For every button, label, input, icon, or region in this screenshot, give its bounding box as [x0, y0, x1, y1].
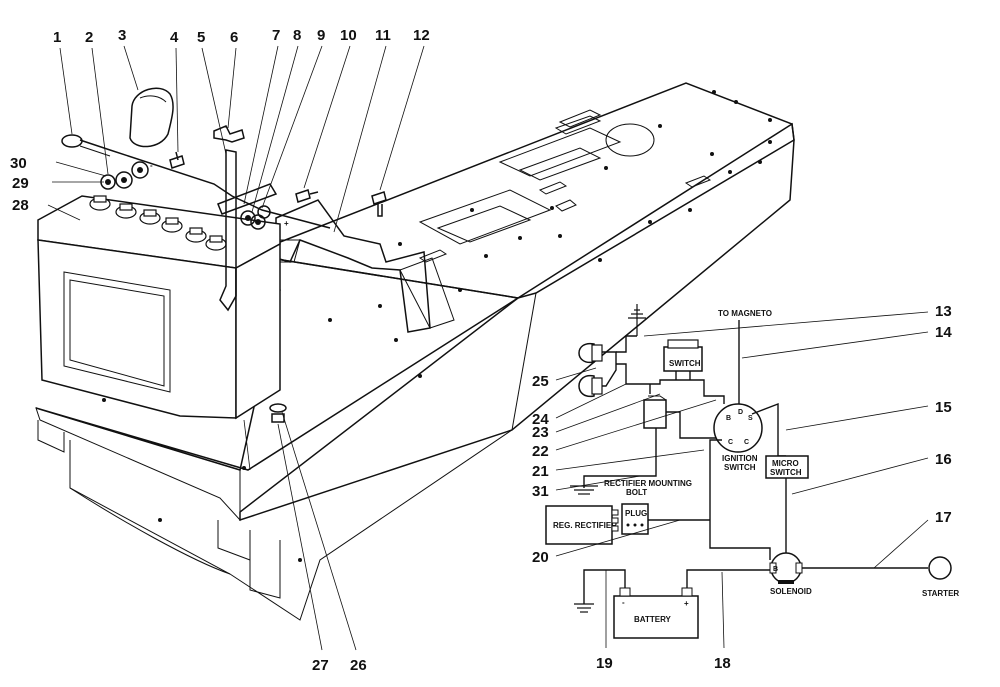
frame-holes: [102, 90, 772, 562]
callout-28: 28: [12, 197, 29, 214]
ignition-terminal-c1: C: [728, 439, 733, 446]
starter-solenoid: B SOLENOID: [769, 552, 812, 596]
starter-label: STARTER: [922, 589, 959, 598]
callout-9: 9: [317, 27, 325, 44]
callout-2: 2: [85, 29, 93, 46]
ground-symbol-rectifier: [570, 485, 598, 495]
plus-sign: +: [284, 219, 289, 228]
rectifier-module: [643, 395, 667, 429]
callout-16: 16: [935, 451, 952, 468]
callout-19: 19: [596, 655, 613, 672]
callout-22: 22: [532, 443, 549, 460]
battery-symbol: - + BATTERY: [613, 587, 699, 639]
micro-switch-label: SWITCH: [770, 468, 802, 477]
callout-11: 11: [375, 27, 391, 44]
ignition-terminal-c2: C: [744, 439, 749, 446]
micro-switch: MICRO SWITCH: [765, 455, 809, 479]
battery-hardware: - +: [61, 87, 387, 423]
callout-29: 29: [12, 175, 29, 192]
chassis-frame: [35, 82, 795, 621]
callout-1: 1: [53, 29, 61, 46]
callout-23: 23: [532, 424, 549, 441]
wiring-schematic: SWITCH B D S C C IGNITION SWITCH TO MAGN…: [545, 304, 959, 639]
callout-25: 25: [532, 373, 549, 390]
ignition-terminal-s: S: [748, 415, 753, 422]
leader-lines: [47, 45, 425, 651]
battery-minus: -: [622, 598, 625, 607]
callout-6: 6: [230, 29, 238, 46]
callouts-schematic: 13 14 15 16 17 18 19 20 21 22 23 24 25 3…: [532, 303, 952, 672]
headlight-lower: [578, 375, 603, 397]
rectifier-bolt-label: BOLT: [626, 488, 647, 497]
callout-8: 8: [293, 27, 301, 44]
callout-5: 5: [197, 29, 205, 46]
to-magneto-label: TO MAGNETO: [718, 309, 772, 318]
solenoid-terminal-b: B: [773, 566, 778, 573]
schematic-leader-lines: [555, 311, 929, 649]
ignition-terminal-d: D: [738, 409, 743, 416]
ignition-switch-label: SWITCH: [724, 463, 756, 472]
callout-3: 3: [118, 27, 126, 44]
callout-10: 10: [340, 27, 357, 44]
plug-label: PLUG: [625, 509, 647, 518]
battery-unit: [37, 195, 281, 420]
callout-15: 15: [935, 399, 952, 416]
callout-21: 21: [532, 463, 549, 480]
callout-31: 31: [532, 483, 549, 500]
regulator-rectifier: REG. RECTIFIER PLUG: [545, 503, 649, 545]
switch-label: SWITCH: [669, 359, 701, 368]
rectifier-mounting-label: RECTIFIER MOUNTING: [604, 479, 692, 488]
callout-13: 13: [935, 303, 952, 320]
ignition-label: IGNITION: [722, 454, 758, 463]
starter-motor: STARTER: [922, 556, 959, 598]
callout-26: 26: [350, 657, 367, 674]
ground-symbol-top: [628, 304, 646, 336]
callout-18: 18: [714, 655, 731, 672]
battery-cell-caps: [89, 195, 227, 251]
solenoid-label: SOLENOID: [770, 587, 812, 596]
reg-rectifier-label: REG. RECTIFIER: [553, 521, 617, 530]
battery-label: BATTERY: [634, 615, 672, 624]
callout-4: 4: [170, 29, 179, 46]
micro-label: MICRO: [772, 459, 799, 468]
headlight-upper: [578, 342, 603, 364]
callout-20: 20: [532, 549, 549, 566]
callout-27: 27: [312, 657, 329, 674]
minus-sign: -: [150, 161, 153, 170]
callouts-top: 1 2 3 4 5 6 7 8 9 10 11 12 30 29 28 27 2…: [10, 27, 430, 674]
callout-30: 30: [10, 155, 27, 172]
ignition-terminal-b: B: [726, 415, 731, 422]
light-switch: SWITCH: [663, 339, 703, 372]
callout-14: 14: [935, 324, 952, 341]
callout-17: 17: [935, 509, 952, 526]
callout-24: 24: [532, 411, 549, 428]
callout-12: 12: [413, 27, 430, 44]
ground-symbol-battery: [574, 603, 594, 613]
ignition-switch: B D S C C IGNITION SWITCH: [713, 403, 763, 472]
callout-7: 7: [272, 27, 280, 44]
battery-plus: +: [684, 599, 689, 608]
